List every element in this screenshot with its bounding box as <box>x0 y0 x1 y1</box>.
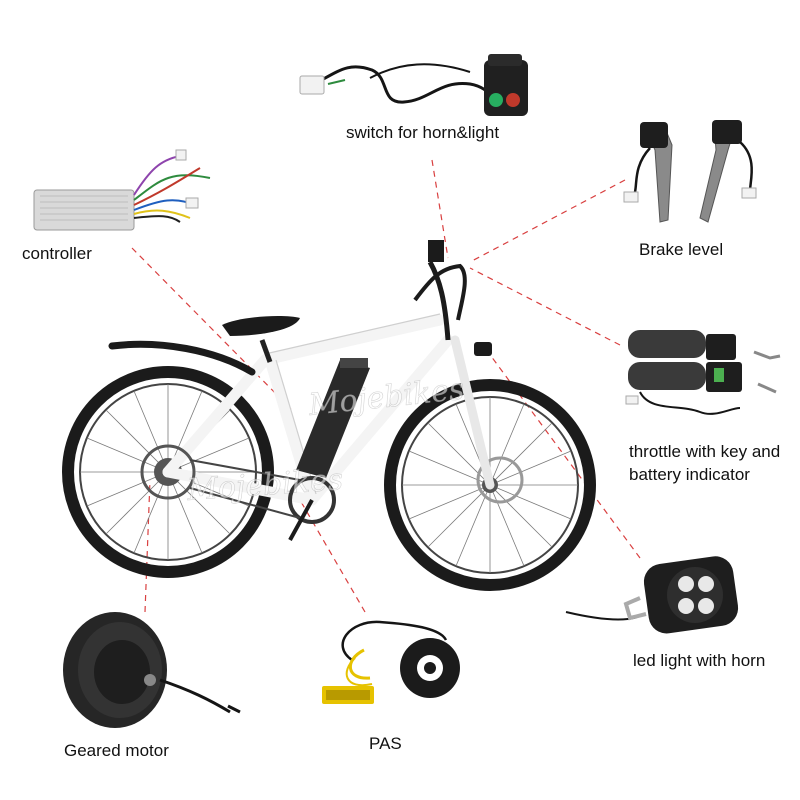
label-switch-horn-light: switch for horn&light <box>346 123 500 142</box>
label-throttle-line2: battery indicator <box>629 465 750 484</box>
throttle-image <box>625 330 781 415</box>
electric-bicycle-image: Mojebikes Mojebikes <box>62 240 596 591</box>
geared-motor-image <box>63 612 241 728</box>
leader-line-switch <box>431 159 449 259</box>
label-led-light-horn: led light with horn <box>633 651 766 670</box>
leader-line-brake <box>469 179 626 263</box>
label-geared-motor: Geared motor <box>64 741 169 760</box>
leader-line-controller <box>131 247 293 411</box>
pas-sensor-image <box>322 620 460 704</box>
leader-line-throttle <box>469 267 621 346</box>
watermark-lower: Mojebikes <box>185 462 344 508</box>
label-throttle-line1: throttle with key and <box>629 442 781 461</box>
label-pas: PAS <box>369 734 402 753</box>
label-brake-level: Brake level <box>639 240 724 259</box>
label-controller: controller <box>22 244 92 263</box>
leader-line-motor <box>144 479 151 613</box>
brake-levers-image <box>623 120 757 223</box>
controller-image <box>33 149 211 231</box>
leader-line-pas <box>299 499 366 613</box>
led-light-image <box>565 556 739 634</box>
switch-horn-light-image <box>299 54 528 116</box>
